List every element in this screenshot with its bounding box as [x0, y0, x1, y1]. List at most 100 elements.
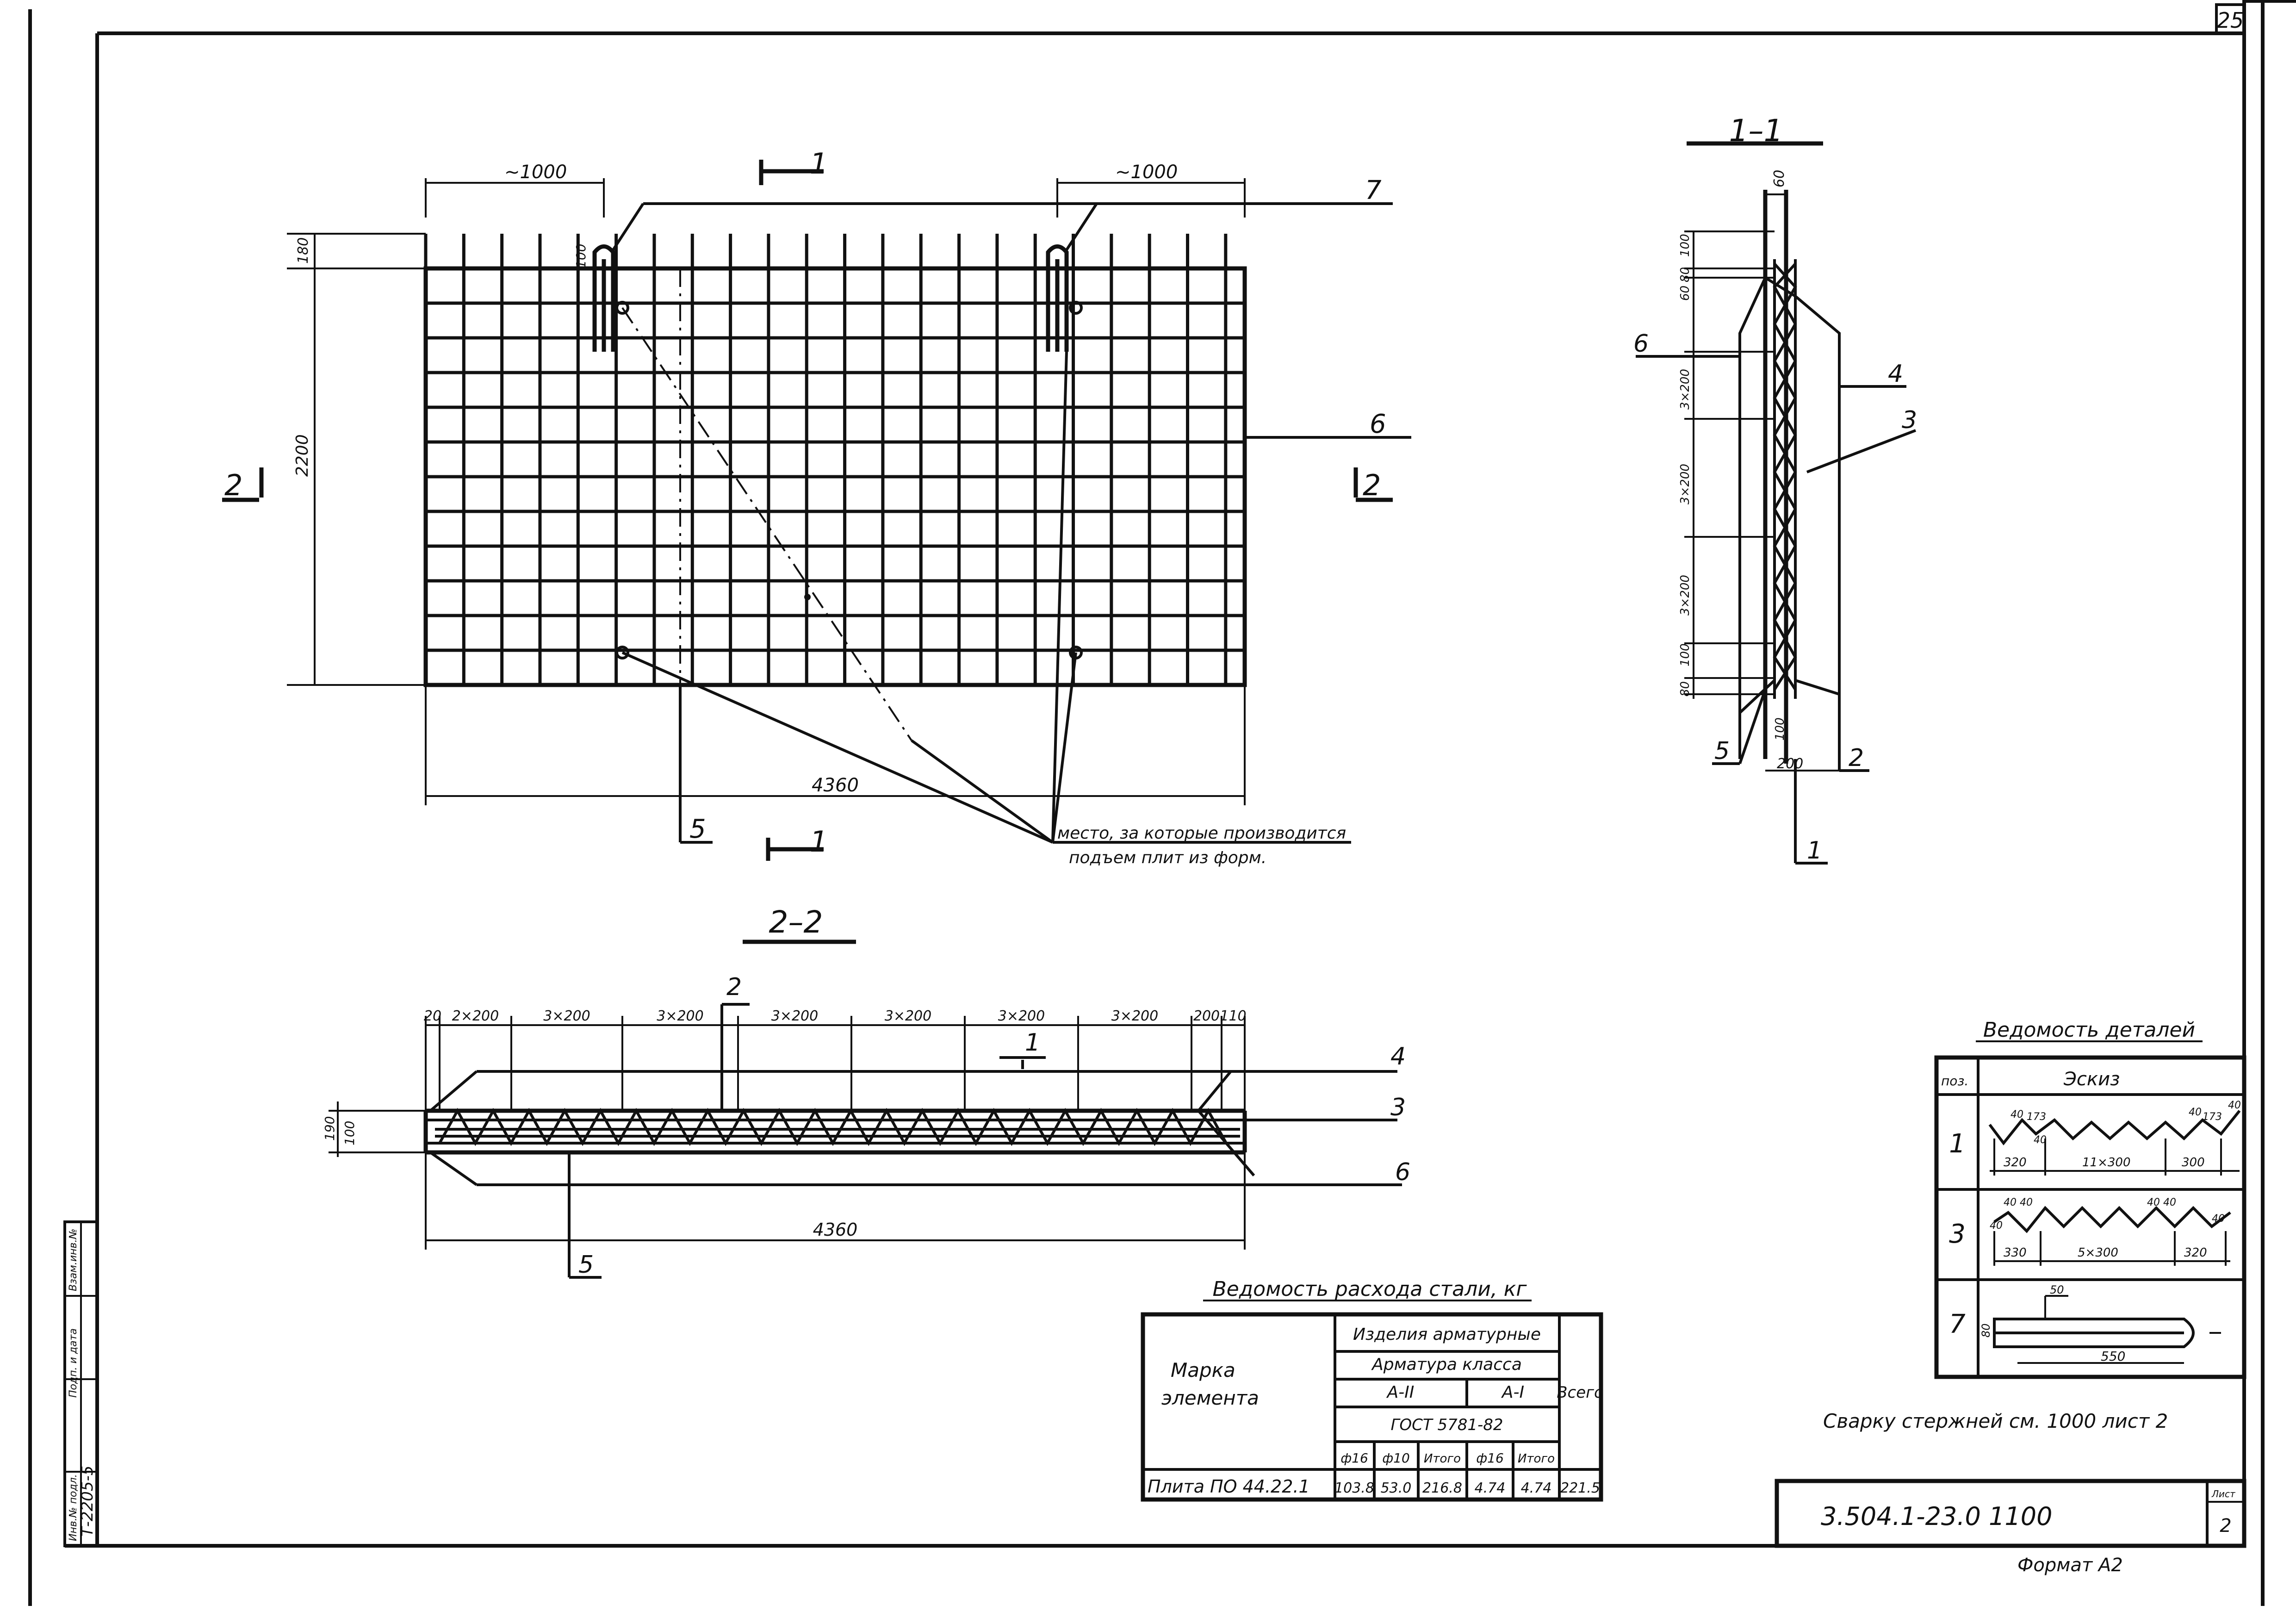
- section-22-dimension-ticks: [425, 1016, 1246, 1111]
- details-7-dim-b: 80: [1980, 1323, 1992, 1338]
- details-3-dim-a: 40: [1990, 1220, 2003, 1232]
- section-11-pos-5: 5: [1714, 737, 1730, 765]
- steel-sub-2: ф10: [1382, 1450, 1410, 1466]
- lifting-loop-right: [1046, 244, 1069, 352]
- details-3-dim-h: 40: [2163, 1197, 2176, 1208]
- steel-gost: ГОСТ 5781-82: [1390, 1416, 1503, 1434]
- sheet-number: 25: [2217, 8, 2244, 33]
- lift-point-1: [615, 301, 629, 315]
- lifting-loop-left: [592, 244, 615, 352]
- details-3-dim-b: 40: [2004, 1197, 2017, 1208]
- details-1-dim-a: 40: [2011, 1109, 2023, 1120]
- section-11-dim-v3: 60: [1678, 286, 1692, 301]
- details-1-dim-e: 11×300: [2082, 1156, 2131, 1170]
- section-22-pos-5: 5: [578, 1251, 594, 1279]
- section-11-dim-bottom-b: 200: [1777, 756, 1803, 772]
- section-11-dim-v1: 100: [1678, 234, 1692, 257]
- plan-dim-height: 2200: [293, 434, 312, 477]
- side-stamp-col-3: Взам.инв.№: [68, 1229, 79, 1291]
- side-stamp-col-1: Инв.№ подл.: [68, 1474, 79, 1541]
- details-pos-1: 1: [1949, 1129, 1966, 1159]
- section-11-pos-6: 6: [1633, 330, 1649, 358]
- steel-sub-4: ф16: [1476, 1450, 1504, 1466]
- plan-cut-11-top: 1: [810, 147, 828, 180]
- section-1-1-view: [1636, 141, 1917, 865]
- steel-class-aii: А-II: [1386, 1383, 1415, 1402]
- sheet-frame: [28, 0, 2296, 1606]
- section-11-dim-top: 60: [1771, 170, 1787, 187]
- details-1-dim-h: 173: [2203, 1111, 2222, 1123]
- section-22-dim-left-a: 190: [322, 1116, 337, 1141]
- steel-col-mark-1: Марка: [1171, 1359, 1235, 1381]
- plan-note-line2: подъем плит из форм.: [1069, 848, 1266, 867]
- plan-pos-6: 6: [1370, 409, 1386, 439]
- steel-row-v4: 4.74: [1475, 1480, 1506, 1496]
- plan-cut-22-right: 2: [1363, 468, 1381, 502]
- section-22-pos-1: 1: [1025, 1029, 1040, 1057]
- list-number: 2: [2220, 1515, 2231, 1537]
- plan-view: [222, 160, 1411, 861]
- details-table-title: Ведомость деталей: [1983, 1018, 2195, 1042]
- section-22-dim-length: 4360: [813, 1220, 858, 1240]
- steel-table: [1141, 1300, 1603, 1502]
- section-11-dim-v4: 3×200: [1678, 369, 1692, 410]
- steel-col-total: Всего: [1557, 1383, 1604, 1402]
- title-block: [1775, 1479, 2246, 1548]
- plan-dim-top-small: 180: [295, 237, 311, 264]
- section-22-top-dimension: 20: [424, 1008, 441, 1024]
- plan-vertical-bars: [424, 234, 1228, 685]
- plan-dim-right-top: ~1000: [1115, 162, 1178, 183]
- details-pos-3: 3: [1949, 1219, 1966, 1249]
- details-col-pos: поз.: [1941, 1073, 1968, 1089]
- section-11-pos-2: 2: [1849, 744, 1864, 772]
- plan-dim-length: 4360: [812, 775, 859, 796]
- section-11-dim-v5: 3×200: [1678, 464, 1692, 504]
- steel-group-products: Изделия арматурные: [1353, 1325, 1541, 1344]
- section-11-dim-v2: 80: [1678, 267, 1692, 282]
- section-11-dim-v7: 100: [1678, 643, 1692, 666]
- welding-note: Сварку стержней см. 1000 лист 2: [1823, 1410, 2168, 1432]
- details-1-dim-f: 300: [2182, 1156, 2205, 1170]
- lift-point-2: [1069, 301, 1083, 315]
- details-3-dim-d: 330: [2004, 1246, 2027, 1260]
- section-22-title: 2–2: [769, 904, 823, 940]
- steel-row-v1: 103.8: [1334, 1480, 1374, 1496]
- section-11-dim-v8: 80: [1678, 681, 1692, 697]
- steel-col-mark-2: элемента: [1161, 1387, 1259, 1409]
- details-pos-7: 7: [1949, 1309, 1966, 1339]
- section-11-pos-1: 1: [1807, 837, 1822, 865]
- details-7-dim-a: 50: [2050, 1283, 2064, 1296]
- plan-pos-5: 5: [689, 814, 706, 844]
- section-22-pos-2: 2: [726, 973, 742, 1001]
- details-3-dim-c: 40: [2020, 1197, 2033, 1208]
- section-22-pos-6: 6: [1395, 1158, 1410, 1186]
- side-stamp-inventory: Т-2205-5: [78, 1466, 97, 1537]
- list-label: Лист: [2211, 1488, 2236, 1500]
- section-22-top-dimension: 3×200: [998, 1008, 1045, 1024]
- details-1-dim-d: 320: [2004, 1156, 2027, 1170]
- section-22-pos-4: 4: [1390, 1043, 1406, 1070]
- section-22-top-dimension: 3×200: [543, 1008, 590, 1024]
- details-table: [1934, 1040, 2246, 1379]
- details-7-dim-c: 550: [2101, 1349, 2125, 1364]
- details-col-sketch: Эскиз: [2063, 1069, 2120, 1090]
- steel-group-class: Арматура класса: [1371, 1355, 1522, 1374]
- steel-row-v5: 4.74: [1521, 1480, 1552, 1496]
- steel-row-v6: 221.5: [1560, 1480, 1600, 1496]
- details-1-dim-b: 173: [2027, 1111, 2046, 1123]
- details-1-dim-g: 40: [2189, 1107, 2202, 1118]
- center-point: [804, 594, 811, 600]
- plan-pos-7: 7: [1365, 175, 1382, 205]
- section-11-pos-4: 4: [1888, 360, 1903, 388]
- plan-horizontal-bars: [426, 267, 1245, 687]
- steel-row-name: Плита ПО 44.22.1: [1148, 1476, 1310, 1497]
- section-22-dim-left-b: 100: [342, 1121, 357, 1145]
- details-3-dim-i: 40: [2212, 1213, 2225, 1225]
- section-22-top-dimension: 200: [1193, 1008, 1220, 1024]
- steel-sub-3: Итого: [1424, 1452, 1461, 1466]
- details-3-dim-g: 40: [2147, 1197, 2160, 1208]
- format-label: Формат А2: [2017, 1555, 2123, 1576]
- steel-table-title: Ведомость расхода стали, кг: [1212, 1277, 1527, 1301]
